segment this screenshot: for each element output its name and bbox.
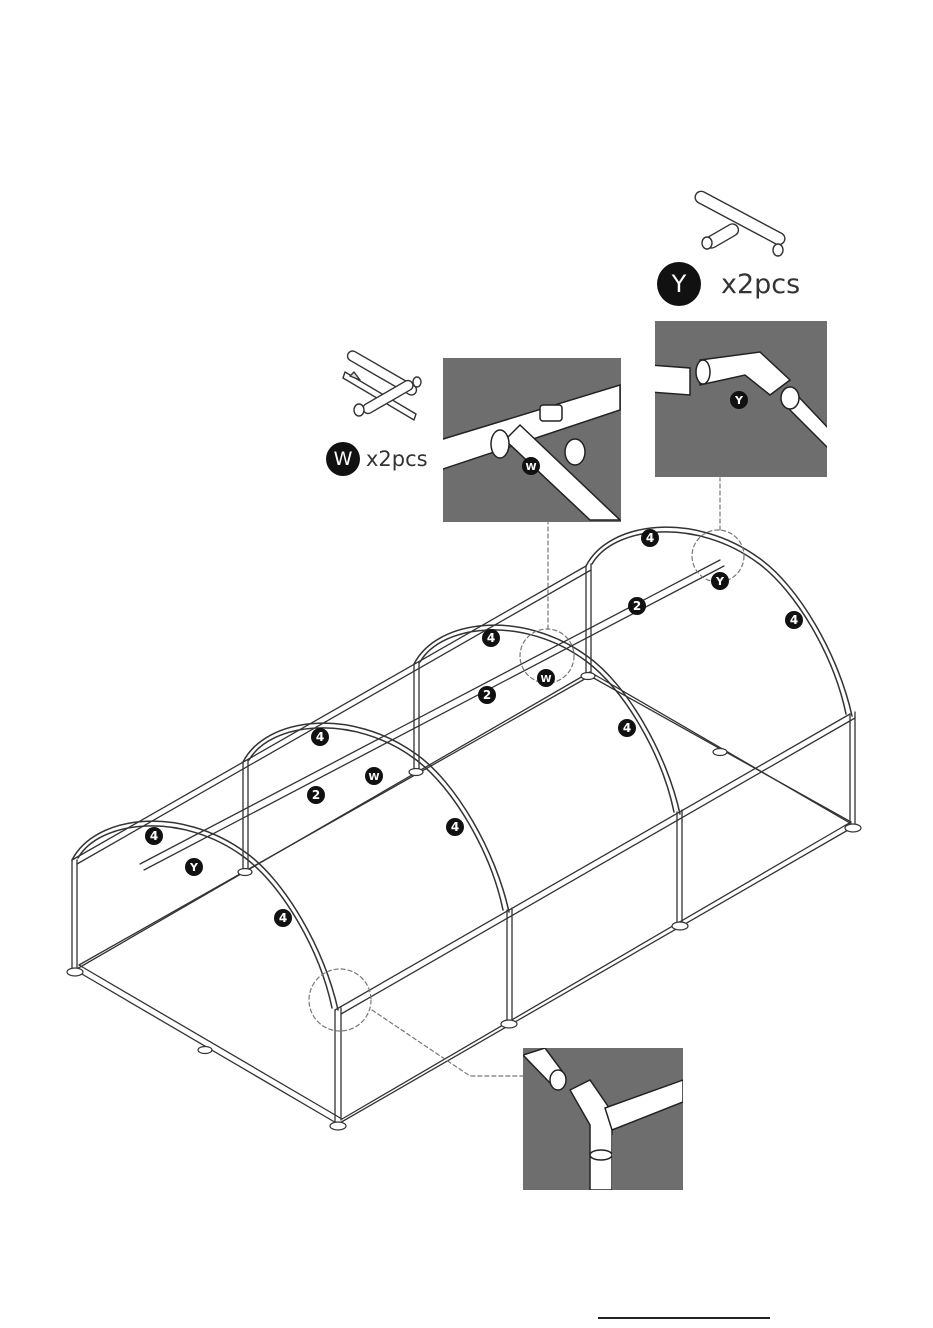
label-arch: 4 xyxy=(618,719,636,737)
svg-text:2: 2 xyxy=(312,788,320,802)
svg-text:Y: Y xyxy=(734,394,744,407)
label-arch: 4 xyxy=(446,818,464,836)
label-arch: 4 xyxy=(641,529,659,547)
part-y-badge: Y xyxy=(657,262,701,306)
svg-text:4: 4 xyxy=(623,721,631,735)
tee-connector-icon xyxy=(693,189,787,256)
svg-text:W: W xyxy=(368,772,379,783)
part-y-quantity: x2pcs xyxy=(721,269,800,300)
label-arch: 4 xyxy=(145,827,163,845)
label-connector-y: Y xyxy=(185,858,203,876)
label-ridge: 2 xyxy=(478,686,496,704)
posts xyxy=(72,564,855,1124)
svg-text:W: W xyxy=(525,462,536,473)
svg-text:2: 2 xyxy=(483,688,491,702)
label-ridge: 2 xyxy=(307,786,325,804)
svg-text:4: 4 xyxy=(790,613,798,627)
part-w-quantity: x2pcs xyxy=(366,447,428,471)
label-arch: 4 xyxy=(482,629,500,647)
svg-text:4: 4 xyxy=(150,829,158,843)
svg-text:4: 4 xyxy=(279,911,287,925)
detail-inset-corner xyxy=(523,1048,683,1190)
svg-text:Y: Y xyxy=(189,861,199,874)
greenhouse-frame xyxy=(67,478,861,1130)
svg-text:4: 4 xyxy=(646,531,654,545)
cross-connector-icon xyxy=(343,349,421,420)
svg-text:4: 4 xyxy=(487,631,495,645)
label-arch: 4 xyxy=(785,611,803,629)
label-ridge: 2 xyxy=(628,597,646,615)
label-connector-y: Y xyxy=(711,572,729,590)
foot-plates xyxy=(67,673,861,1131)
label-arch: 4 xyxy=(311,728,329,746)
svg-text:2: 2 xyxy=(633,599,641,613)
part-y-label: Y x2pcs xyxy=(657,262,800,306)
label-arch: 4 xyxy=(274,909,292,927)
svg-text:4: 4 xyxy=(451,820,459,834)
detail-inset-y: Y xyxy=(650,321,830,477)
svg-text:W: W xyxy=(540,674,551,685)
label-connector-w: W xyxy=(365,767,383,785)
footer-rule xyxy=(598,1317,770,1319)
svg-text:4: 4 xyxy=(316,730,324,744)
svg-text:Y: Y xyxy=(715,575,725,588)
detail-inset-w: W xyxy=(440,358,621,522)
part-w-label: W x2pcs xyxy=(326,442,428,476)
part-w-badge: W xyxy=(326,442,360,476)
label-connector-w: W xyxy=(537,669,555,687)
base-rails xyxy=(75,672,855,1124)
frame-labels: 4 4 4 4 4 4 4 4 2 2 2 W W Y Y xyxy=(145,529,803,927)
